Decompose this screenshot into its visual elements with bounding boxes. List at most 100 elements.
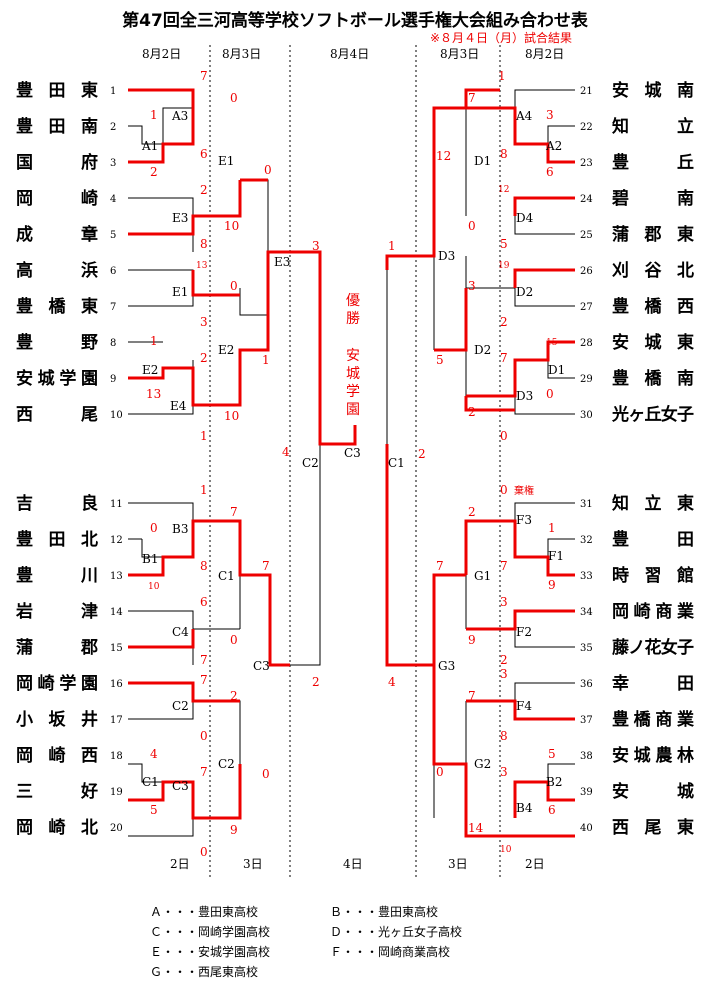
score: 1 [150,334,158,348]
score: 7 [200,673,208,687]
seed-number: 36 [580,679,593,690]
score: 2 [312,675,320,689]
seed-number: 35 [580,643,593,654]
seed-number: 17 [110,715,123,726]
seed-number: 32 [580,535,593,546]
team-name-right: 蒲郡東 [612,224,694,245]
team-name-right: 岡崎商業 [612,601,694,622]
score: 0 [230,91,238,105]
block-label: E3 [274,255,290,269]
seed-number: 6 [110,266,116,277]
team-name-right: 安城東 [612,332,694,353]
score: 3 [468,279,476,293]
score: 7 [200,69,208,83]
score: 8 [500,147,508,161]
day-header: 2日 [525,857,545,871]
score: 0 [436,765,444,779]
page-title: 第47回全三河高等学校ソフトボール選手権大会組み合わせ表 [122,11,588,31]
score: 8 [200,559,208,573]
team-name-left: 蒲郡 [16,638,98,658]
team-name-right: 碧南 [611,188,694,209]
score: 9 [230,823,238,837]
team-name-left: 西尾 [16,405,98,425]
block-label: A1 [141,139,158,153]
day-headers-top: 8月2日 8月3日 8月4日 8月3日 8月2日 [142,47,564,61]
score: 6 [200,147,208,161]
team-name-right: 安城農林 [612,745,694,766]
team-name-left: 豊橋東 [16,296,98,317]
seed-number: 39 [580,787,593,798]
block-label: A2 [545,139,562,153]
block-label: A3 [171,109,188,123]
score: 1 [150,108,158,122]
score: 2 [150,165,158,179]
legend-item: Ａ・・・豊田東高校 [150,905,259,919]
team-name-left: 安城学園 [16,368,98,389]
seed-number: 10 [110,410,123,421]
seed-number: 24 [580,194,593,205]
score: 2 [200,183,208,197]
score: 10 [148,582,160,592]
score: 0 [546,387,554,401]
seed-number: 4 [110,194,116,205]
score: 2 [230,689,238,703]
legend-item: Ｄ・・・光ヶ丘女子高校 [330,925,463,939]
block-label: C1 [388,456,405,470]
team-name-right: 知立東 [611,493,694,514]
score: 0 [230,633,238,647]
score: 3 [200,315,208,329]
score: 1 [262,353,270,367]
seed-number: 31 [580,499,593,510]
block-label: E1 [218,154,234,168]
score: 15 [546,338,558,348]
day-header: 8月2日 [525,47,564,61]
day-header: 8月3日 [222,47,261,61]
bracket-lines-black [128,89,575,837]
seed-number: 13 [110,571,123,582]
score: 6 [548,803,556,817]
seed-number: 8 [110,338,116,349]
score: 1 [388,239,396,253]
day-header: 8月3日 [440,47,479,61]
legend-item: Ｆ・・・岡崎商業高校 [330,945,451,959]
legend-item: Ｂ・・・豊田東高校 [330,905,439,919]
block-label: C3 [344,446,361,460]
seed-number: 7 [110,302,116,313]
block-label: D3 [438,249,455,263]
team-name-left: 吉良 [16,493,98,514]
score: 4 [282,445,290,459]
seed-number: 26 [580,266,593,277]
day-header: 4日 [343,857,363,871]
bracket-lines-winner [128,88,575,838]
block-label: D1 [474,154,491,168]
block-label: F2 [516,625,532,639]
score: 1 [548,521,556,535]
team-name-right: 安城 [612,781,694,802]
team-name-right: 時習館 [612,565,694,586]
score: 9 [468,633,476,647]
seed-number: 38 [580,751,593,762]
team-name-right: 藤ノ花女子 [612,637,694,658]
score: 2 [468,405,476,419]
seed-number: 19 [110,787,123,798]
score: 10 [224,219,239,233]
team-name-left: 成章 [16,224,98,245]
seed-numbers: 1234567891011121314151617181920212223242… [110,86,593,834]
team-name-left: 豊田南 [16,116,98,137]
seed-number: 22 [580,122,593,133]
block-label: F1 [548,549,564,563]
score: 1 [498,69,506,83]
block-label: A4 [515,109,533,123]
seed-number: 30 [580,410,593,421]
seed-number: 3 [110,158,116,169]
forfeit-label: 棄権 [514,484,534,497]
block-label: G2 [474,757,491,771]
score: 4 [150,747,158,761]
block-label: D2 [516,285,533,299]
block-label: B1 [142,552,158,566]
left-team-names: 豊田東豊田南国府岡崎成章高浜豊橋東豊野安城学園西尾吉良豊田北豊川岩津蒲郡岡崎学園… [15,80,98,838]
team-name-left: 豊野 [16,332,98,353]
score: 3 [500,667,508,681]
score: 0 [230,279,238,293]
